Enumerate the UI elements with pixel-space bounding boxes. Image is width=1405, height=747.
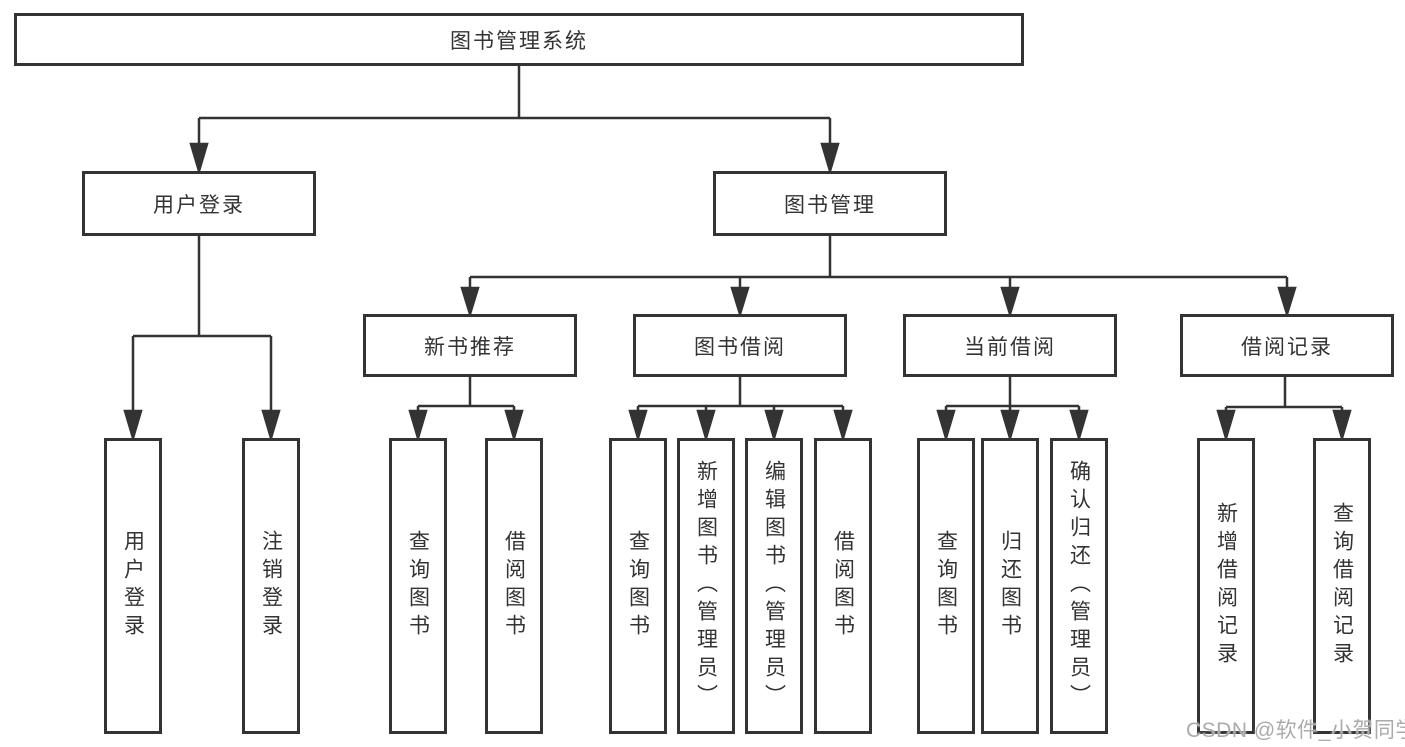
- connector-root-to-level2: [189, 66, 840, 176]
- node-book-mgmt: 图书管理: [713, 171, 947, 236]
- leaf-return-books: 归还图书: [981, 438, 1039, 734]
- connector-user-login-children: [123, 236, 281, 443]
- node-root: 图书管理系统: [14, 13, 1024, 66]
- node-new-book-recommend: 新书推荐: [363, 314, 577, 377]
- leaf-confirm-return-admin: 确认归还（管理员）: [1050, 438, 1108, 734]
- connector-borrow-records-children: [1216, 377, 1352, 443]
- leaf-add-books-admin: 新增图书（管理员）: [677, 438, 735, 734]
- connector-current-borrow-children: [936, 377, 1089, 443]
- node-book-borrow: 图书借阅: [633, 314, 847, 377]
- leaf-borrow-books-2: 借阅图书: [814, 438, 872, 734]
- leaf-query-borrow-record: 查询借阅记录: [1313, 438, 1371, 734]
- leaf-query-books-2: 查询图书: [609, 438, 667, 734]
- leaf-add-borrow-record: 新增借阅记录: [1197, 438, 1255, 734]
- leaf-query-books-1: 查询图书: [389, 438, 447, 734]
- node-borrow-records: 借阅记录: [1180, 314, 1394, 377]
- leaf-query-books-3: 查询图书: [917, 438, 975, 734]
- node-user-login: 用户登录: [82, 171, 316, 236]
- watermark: CSDN @软件_小贺同学: [1186, 719, 1405, 742]
- leaf-edit-books-admin: 编辑图书（管理员）: [745, 438, 803, 734]
- node-current-borrow: 当前借阅: [903, 314, 1117, 377]
- connector-new-book-children: [408, 377, 524, 443]
- leaf-user-login: 用户登录: [104, 438, 162, 734]
- leaf-logout: 注销登录: [242, 438, 300, 734]
- leaf-borrow-books-1: 借阅图书: [485, 438, 543, 734]
- connector-book-mgmt-to-level3: [460, 236, 1297, 319]
- connector-book-borrow-children: [628, 377, 853, 443]
